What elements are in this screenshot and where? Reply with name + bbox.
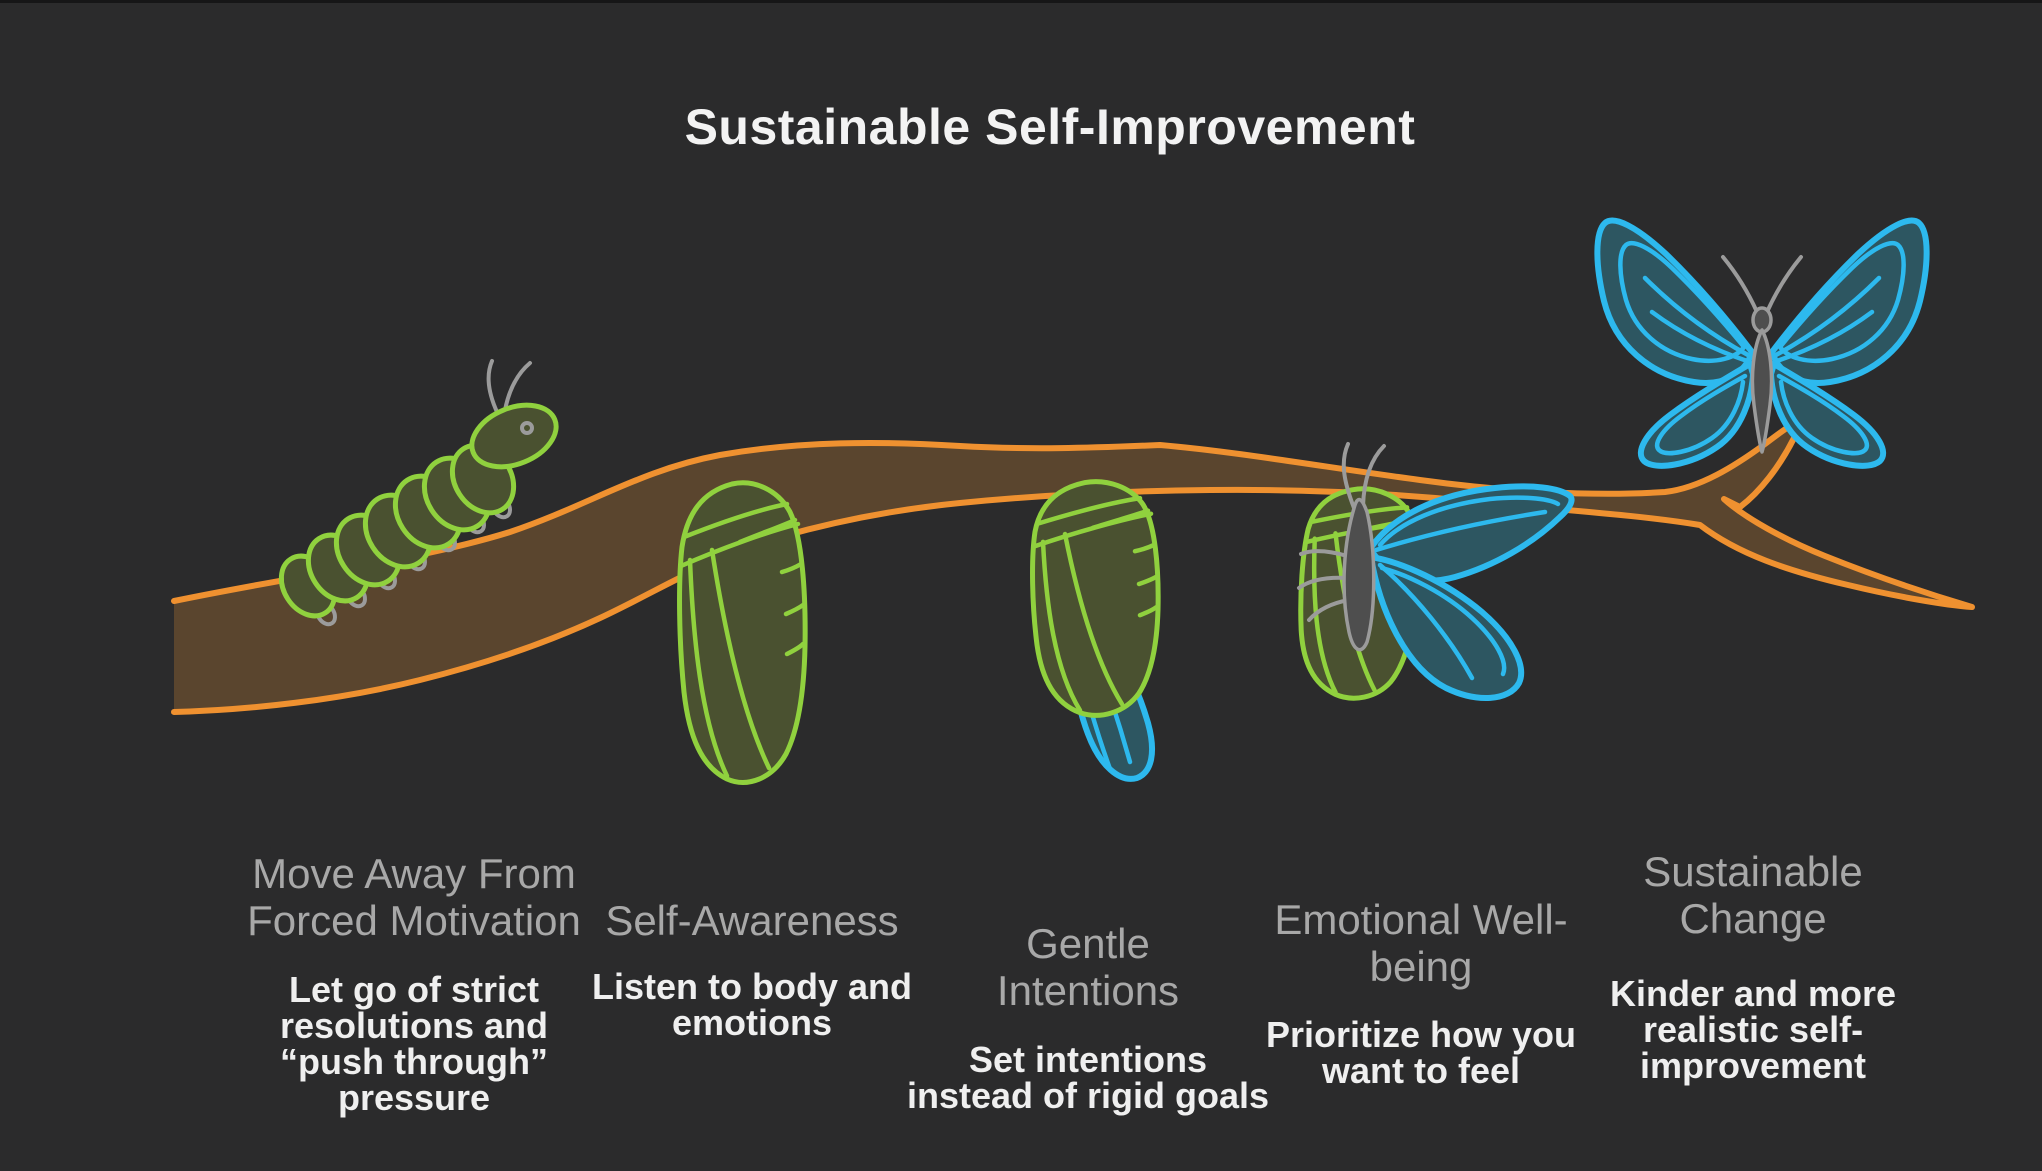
stage-2-description: Listen to body and emotions: [592, 966, 912, 1043]
butterfly-icon: [1597, 221, 1926, 466]
stage-4-heading: Emotional Well- being: [1274, 896, 1568, 990]
top-border-line: [0, 0, 2042, 3]
chrysalis-icon: [680, 483, 806, 783]
stage-3-description: Set intentions instead of rigid goals: [906, 1039, 1270, 1116]
page-title: Sustainable Self-Improvement: [684, 99, 1416, 155]
stage-2-heading: Self-Awareness: [605, 897, 899, 944]
stage-4-description: Prioritize how you want to feel: [1265, 1014, 1577, 1091]
stage-5-heading: Sustainable Change: [1643, 848, 1863, 942]
stage-1-heading: Move Away From Forced Motivation: [247, 850, 581, 944]
chrysalis-wing-emerging-icon: [1033, 482, 1159, 782]
stage-1-description: Let go of strict resolutions and “push t…: [279, 969, 549, 1118]
stage-5-description: Kinder and more realistic self- improvem…: [1609, 973, 1897, 1086]
caterpillar-eye: [520, 421, 534, 435]
butterfly-emerging-icon: [1292, 442, 1575, 703]
caterpillar-icon: [270, 359, 565, 627]
stage-3-heading: Gentle Intentions: [996, 920, 1180, 1014]
